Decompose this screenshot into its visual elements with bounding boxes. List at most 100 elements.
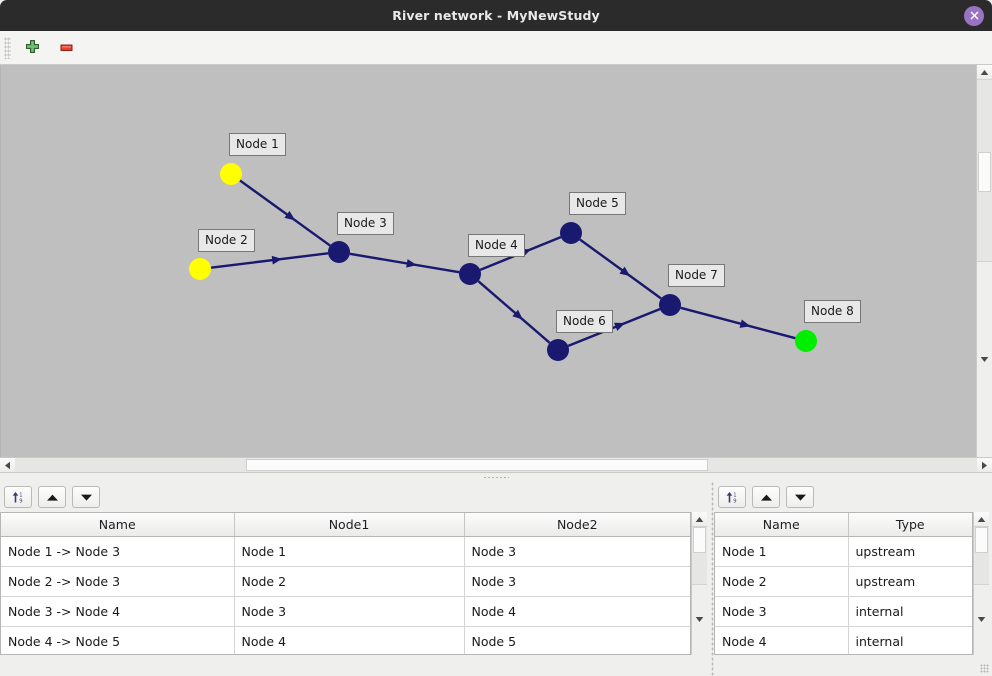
graph-hscroll-thumb[interactable] bbox=[245, 459, 708, 471]
table-cell[interactable]: internal bbox=[848, 596, 972, 627]
table-cell[interactable]: upstream bbox=[848, 536, 972, 567]
graph-node-node-8[interactable] bbox=[795, 330, 817, 352]
table-cell[interactable]: Node 1 bbox=[234, 536, 465, 567]
graph-node-node-4[interactable] bbox=[459, 263, 481, 285]
graph-node-label-node-3[interactable]: Node 3 bbox=[337, 212, 394, 235]
graph-edge[interactable] bbox=[567, 307, 661, 348]
nodes-scroll-down-button[interactable] bbox=[974, 583, 989, 655]
branches-sort-button[interactable]: 1 9 bbox=[4, 486, 32, 508]
graph-edge-arrow-icon bbox=[406, 259, 417, 268]
table-cell[interactable]: Node 2 bbox=[715, 566, 849, 597]
table-cell[interactable]: Node 4 bbox=[234, 626, 465, 654]
graph-edge[interactable] bbox=[210, 252, 329, 269]
graph-node-label-node-6[interactable]: Node 6 bbox=[556, 310, 613, 333]
graph-edge-arrow-icon bbox=[271, 255, 283, 265]
graph-edge[interactable] bbox=[680, 306, 796, 340]
graph-edge[interactable] bbox=[579, 238, 662, 300]
close-button[interactable] bbox=[964, 5, 984, 26]
graph-node-label-node-5[interactable]: Node 5 bbox=[569, 192, 626, 215]
svg-text:1: 1 bbox=[19, 492, 22, 498]
branches-vscroll-track[interactable] bbox=[692, 527, 707, 584]
branches-vertical-scrollbar[interactable] bbox=[691, 512, 707, 655]
table-cell[interactable]: upstream bbox=[848, 566, 972, 597]
nodes-vscroll-thumb[interactable] bbox=[975, 527, 988, 553]
graph-hscroll-track[interactable] bbox=[15, 458, 977, 472]
tables-area: 1 9 bbox=[0, 482, 992, 676]
scroll-down-button[interactable] bbox=[977, 261, 992, 457]
graph-vscroll-track[interactable] bbox=[977, 80, 992, 261]
nodes-sort-button[interactable]: 1 9 bbox=[718, 486, 746, 508]
branches-move-down-button[interactable] bbox=[72, 486, 100, 508]
nodes-move-up-button[interactable] bbox=[752, 486, 780, 508]
table-cell[interactable]: Node 2 -> Node 3 bbox=[1, 566, 235, 597]
toolbar-drag-handle[interactable] bbox=[4, 36, 11, 59]
nodes-footer bbox=[714, 655, 992, 676]
nodes-scroll-up-button[interactable] bbox=[974, 512, 989, 527]
column-header-type[interactable]: Type bbox=[848, 513, 972, 537]
graph-vscroll-thumb[interactable] bbox=[978, 152, 991, 193]
table-cell[interactable]: Node 5 bbox=[464, 626, 690, 654]
column-header-name[interactable]: Name bbox=[1, 513, 235, 537]
nodes-move-down-button[interactable] bbox=[786, 486, 814, 508]
scroll-left-button[interactable] bbox=[0, 458, 15, 472]
table-cell[interactable]: internal bbox=[848, 626, 972, 654]
nodes-vertical-scrollbar[interactable] bbox=[973, 512, 989, 655]
table-cell[interactable]: Node 3 -> Node 4 bbox=[1, 596, 235, 627]
horizontal-splitter[interactable] bbox=[0, 473, 992, 482]
triangle-right-icon bbox=[982, 461, 987, 469]
table-cell[interactable]: Node 3 bbox=[464, 536, 690, 567]
column-header-node2[interactable]: Node2 bbox=[464, 513, 690, 537]
graph-node-node-7[interactable] bbox=[659, 294, 681, 316]
graph-horizontal-scrollbar[interactable] bbox=[0, 457, 992, 473]
table-cell[interactable]: Node 3 bbox=[234, 596, 465, 627]
table-cell[interactable]: Node 1 bbox=[715, 536, 849, 567]
vertical-splitter[interactable] bbox=[710, 482, 714, 676]
graph-node-node-1[interactable] bbox=[220, 163, 242, 185]
table-cell[interactable]: Node 4 bbox=[464, 596, 690, 627]
graph-node-label-node-8[interactable]: Node 8 bbox=[804, 300, 861, 323]
branches-vscroll-thumb[interactable] bbox=[693, 527, 706, 553]
table-cell[interactable]: Node 4 -> Node 5 bbox=[1, 626, 235, 654]
graph-node-label-node-4[interactable]: Node 4 bbox=[468, 234, 525, 257]
branches-move-up-button[interactable] bbox=[38, 486, 66, 508]
graph-node-node-6[interactable] bbox=[547, 339, 569, 361]
table-cell[interactable]: Node 2 bbox=[234, 566, 465, 597]
triangle-down-icon bbox=[794, 494, 806, 501]
graph-edge[interactable] bbox=[477, 280, 551, 344]
graph-edge[interactable] bbox=[239, 179, 331, 247]
network-graph-canvas[interactable]: Node 1 Node 2 Node 3 Node 4 Node 5 Node 6 Node… bbox=[1, 65, 976, 457]
add-node-button[interactable] bbox=[19, 35, 45, 61]
graph-node-label-node-2[interactable]: Node 2 bbox=[198, 229, 255, 252]
resize-grip-icon[interactable] bbox=[980, 664, 989, 673]
scroll-right-button[interactable] bbox=[977, 458, 992, 472]
table-cell[interactable]: Node 3 bbox=[464, 566, 690, 597]
graph-edge[interactable] bbox=[349, 252, 460, 274]
table-cell[interactable]: Node 4 bbox=[715, 626, 849, 654]
table-cell[interactable]: Node 3 bbox=[715, 596, 849, 627]
scroll-up-button[interactable] bbox=[977, 65, 992, 80]
graph-node-node-5[interactable] bbox=[560, 222, 582, 244]
column-header-name[interactable]: Name bbox=[715, 513, 849, 537]
column-header-node1[interactable]: Node1 bbox=[234, 513, 465, 537]
branches-scroll-down-button[interactable] bbox=[692, 583, 707, 655]
graph-node-label-node-7[interactable]: Node 7 bbox=[668, 264, 725, 287]
graph-node-node-2[interactable] bbox=[189, 258, 211, 280]
table-cell[interactable]: Node 1 -> Node 3 bbox=[1, 536, 235, 567]
remove-node-button[interactable] bbox=[53, 35, 79, 61]
graph-vertical-scrollbar[interactable] bbox=[976, 65, 992, 457]
graph-node-label-node-1[interactable]: Node 1 bbox=[229, 133, 286, 156]
nodes-vscroll-track[interactable] bbox=[974, 527, 989, 584]
graph-node-node-3[interactable] bbox=[328, 241, 350, 263]
branches-scroll-up-button[interactable] bbox=[692, 512, 707, 527]
